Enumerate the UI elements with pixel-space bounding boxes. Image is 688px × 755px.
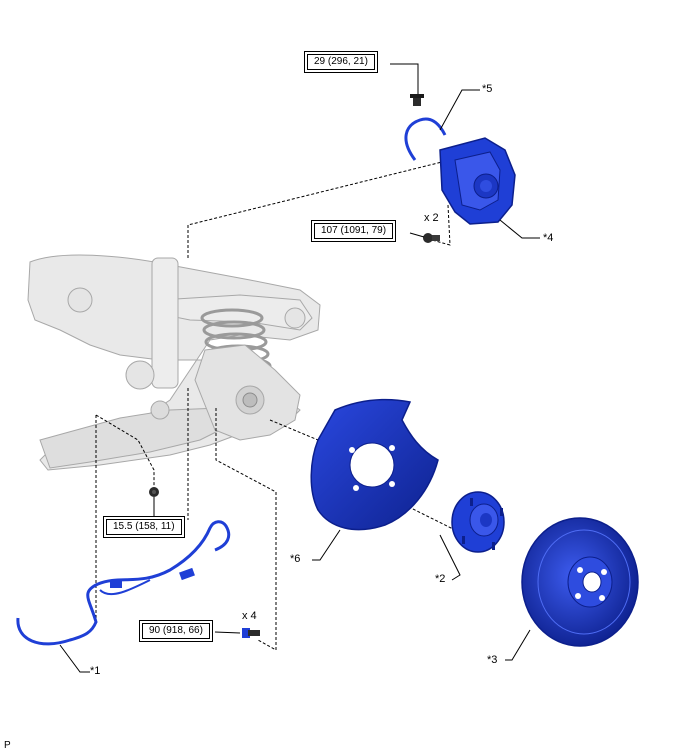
chassis-assembly	[27, 254, 321, 471]
sensor-bolt	[149, 487, 159, 497]
disc-rotor	[521, 517, 639, 647]
brake-caliper	[439, 137, 516, 225]
callout-leaders	[59, 63, 540, 673]
hub-bolt	[242, 628, 260, 638]
qty-bracket-bolt: x 2	[424, 212, 439, 224]
qty-hub-bolt: x 4	[242, 610, 257, 622]
brake-hose	[404, 117, 447, 161]
callout-4: *4	[543, 232, 554, 244]
callout-3: *3	[487, 654, 498, 666]
mount-bushing	[125, 360, 155, 390]
torque-value: 15.5 (158, 11)	[106, 519, 182, 535]
callout-2: *2	[435, 573, 446, 585]
torque-box-bracket-bolt: 107 (1091, 79)	[311, 220, 397, 242]
hub-bearing	[451, 491, 505, 553]
callout-1: *1	[90, 665, 101, 677]
caliper-bolt	[410, 94, 424, 106]
torque-value: 107 (1091, 79)	[314, 223, 394, 239]
callout-6: *6	[290, 553, 301, 565]
bracket-bolt	[423, 233, 440, 243]
corner-code: P	[4, 740, 11, 751]
torque-box-sensor-bolt: 15.5 (158, 11)	[103, 516, 185, 538]
torque-box-hub-bolt: 90 (918, 66)	[139, 620, 213, 642]
shock-absorber	[151, 257, 179, 389]
speed-sensor-harness	[16, 520, 231, 646]
dust-cover	[310, 398, 439, 531]
callout-5: *5	[482, 83, 493, 95]
torque-value: 90 (918, 66)	[142, 623, 210, 639]
torque-box-caliper-bolt: 29 (296, 21)	[304, 51, 378, 73]
torque-value: 29 (296, 21)	[307, 54, 375, 70]
sensor-clip-2	[110, 580, 122, 588]
sensor-clip	[179, 567, 195, 581]
